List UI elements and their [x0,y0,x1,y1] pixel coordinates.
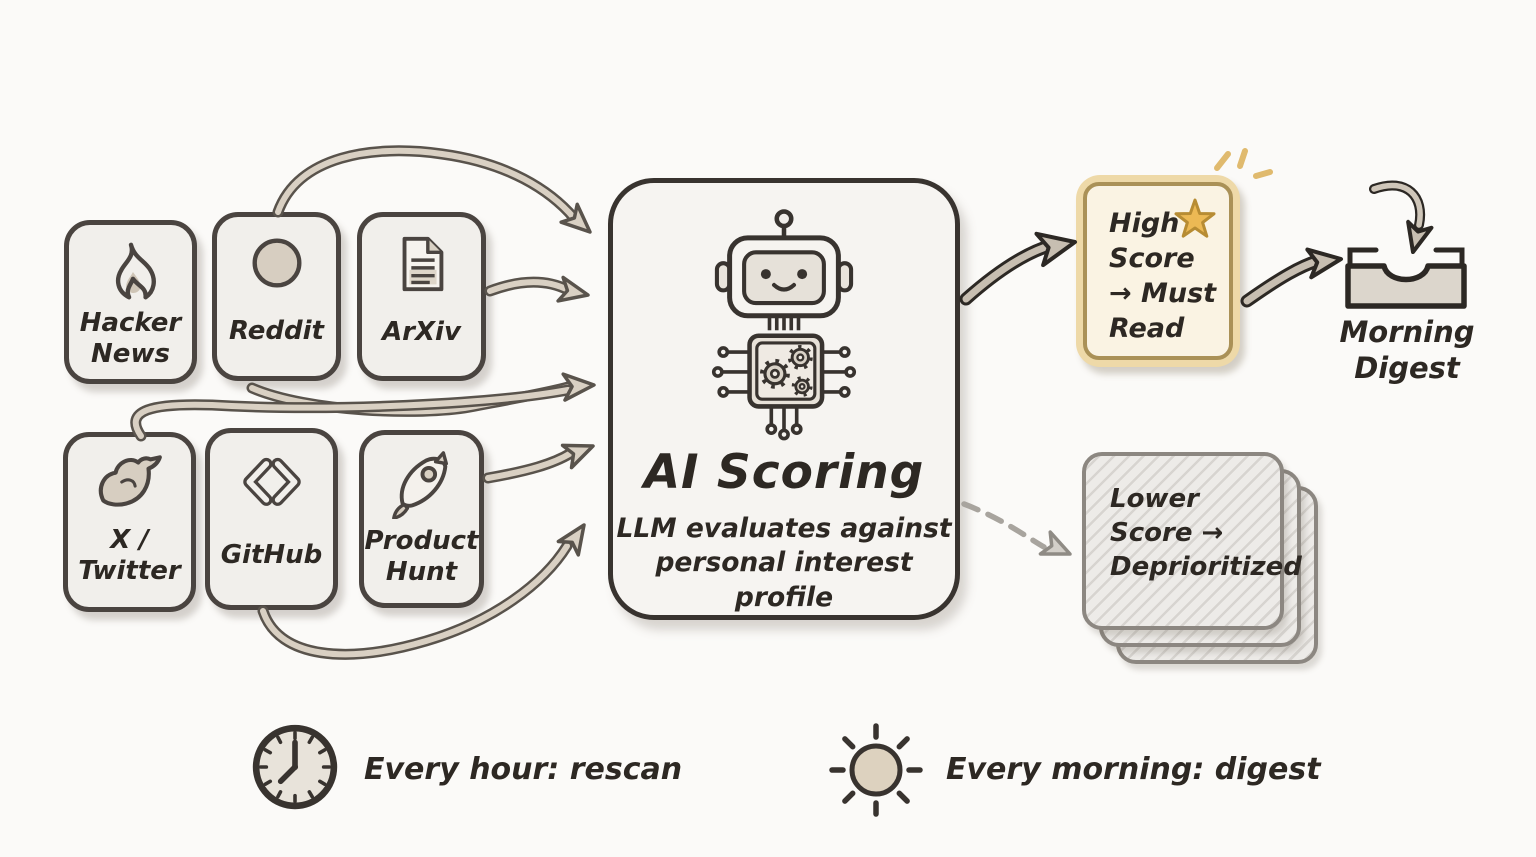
source-box-github: GitHub [205,428,338,610]
flow-arrow-arxiv-to-ai [484,275,590,303]
twitter-bird-icon [98,455,162,507]
source-box-arxiv: ArXiv [357,212,486,381]
source-label: Hacker News [80,307,182,379]
legend-hourly-label: Every hour: rescan [364,752,683,787]
source-label-line: Hunt [385,557,458,587]
source-label: GitHub [221,513,323,605]
ai-subtitle-line: personal interest profile [655,547,913,613]
inbox-tray-icon [1345,247,1467,309]
source-label: Reddit [229,295,324,376]
lower-score-label: Lower Score → Deprioritized [1110,482,1302,584]
robot-chip-icon [711,209,857,441]
source-box-reddit: Reddit [212,212,341,381]
source-label-line: GitHub [220,539,323,570]
ai-subtitle: LLM evaluates against personal interest … [613,512,955,615]
rocket-icon [391,451,448,519]
document-icon [402,236,443,292]
high-score-card: High Score → Must Read [1076,175,1240,367]
flow-arrow-merged-to-ai [130,372,596,442]
high-score-label: High Score → Must Read [1109,206,1216,346]
morning-digest-label: Morning Digest [1318,314,1496,386]
code-brackets-icon [242,457,301,506]
ai-subtitle-line: LLM evaluates against [616,512,952,544]
digest-label-line: Morning [1339,315,1475,349]
lower-score-line: Deprioritized [1110,552,1302,582]
stack-card-front: Lower Score → Deprioritized [1082,452,1302,630]
high-score-card-inner: High Score → Must Read [1083,182,1233,360]
sun-icon [829,723,923,817]
source-box-hacker-news: Hacker News [64,220,197,384]
ai-scoring-box: AI Scoring LLM evaluates against persona… [608,178,960,620]
high-score-line: → Must [1109,278,1217,309]
source-label: X / Twitter [78,513,180,607]
star-icon [1174,198,1216,238]
flow-arrow-ai-to-lower-score [961,501,1072,556]
source-label-line: Twitter [78,556,181,586]
flow-arrow-product-hunt-to-ai [482,443,595,484]
high-score-line: Score [1109,243,1195,274]
source-label-line: Product [364,526,479,557]
high-score-line: High [1109,208,1180,239]
source-label-line: News [91,339,170,369]
reddit-circle-icon [252,238,301,288]
lower-score-line: Score → [1110,518,1224,548]
high-score-line: Read [1109,313,1185,344]
source-label: Product Hunt [365,519,479,603]
flow-arrow-high-score-to-digest [1240,247,1343,308]
digest-drop-arrow [1369,180,1434,254]
source-label-line: X / [110,525,149,556]
lower-score-line: Lower [1110,484,1199,514]
legend-morning-label: Every morning: digest [946,752,1321,787]
lower-score-stack: Lower Score → Deprioritized [1082,452,1322,667]
source-label-line: ArXiv [382,317,461,348]
sparkle-marks [1214,148,1273,179]
clock-icon [252,724,338,810]
source-label-line: Hacker [79,308,182,339]
source-box-x-twitter: X / Twitter [63,432,196,612]
flow-arrow-ai-to-high-score [959,231,1077,306]
flame-icon [115,242,156,300]
source-label: ArXiv [382,297,461,376]
source-box-product-hunt: Product Hunt [359,430,484,608]
ai-title: AI Scoring [643,444,925,500]
digest-label-line: Digest [1354,351,1460,385]
source-label-line: Reddit [229,316,324,347]
